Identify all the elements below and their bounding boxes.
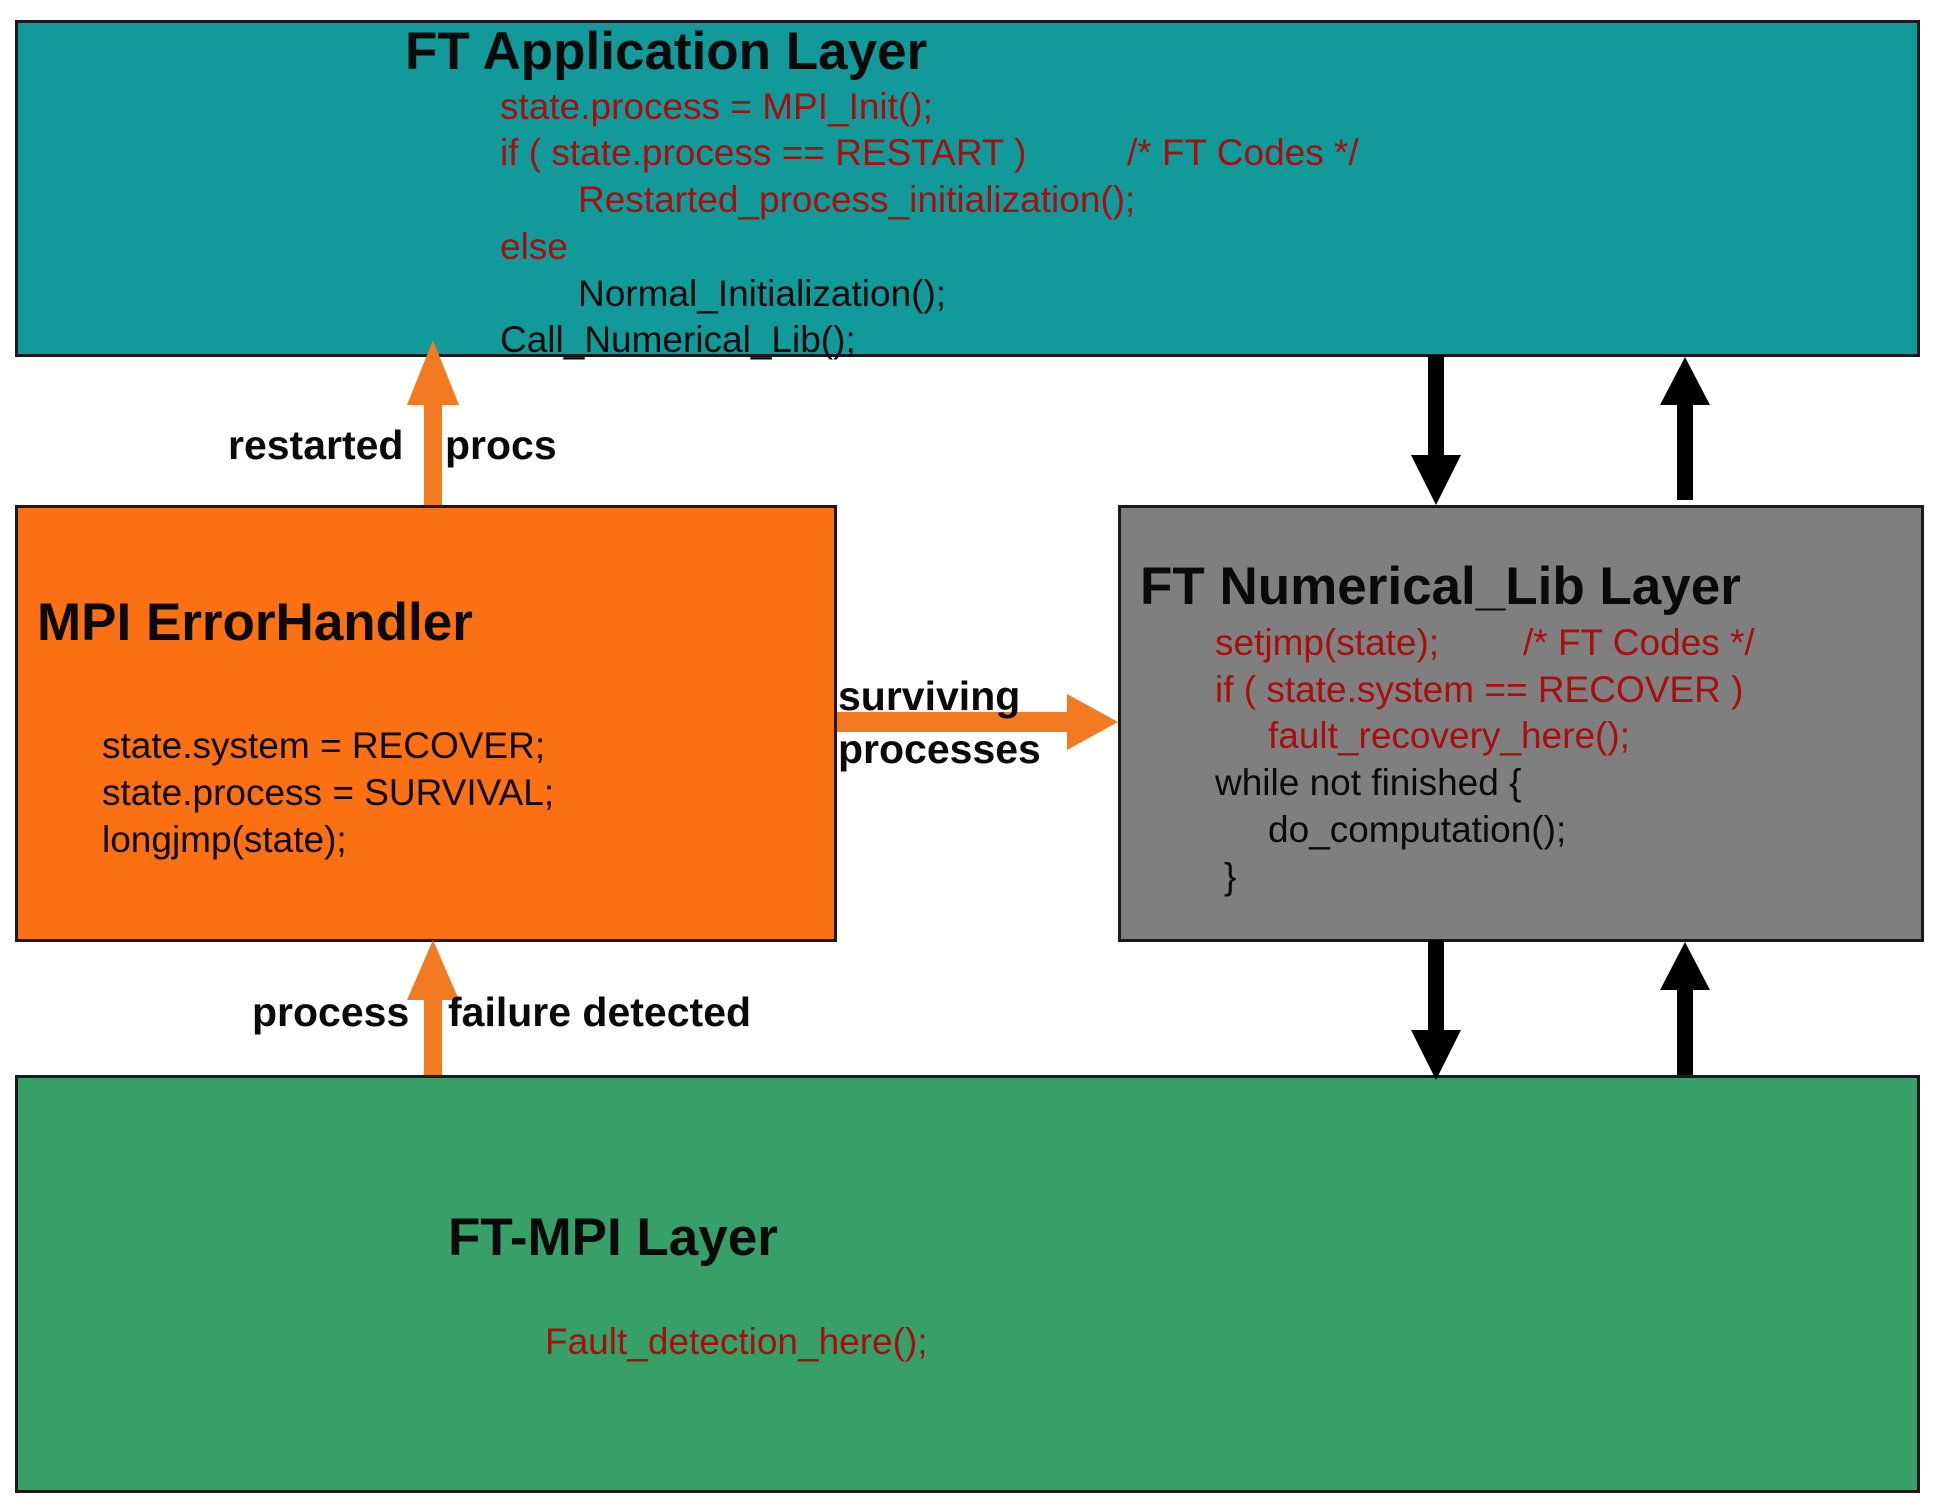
app-code-line-3: Restarted_process_initialization();: [578, 179, 1136, 220]
numerical-code-line-5: do_computation();: [1268, 809, 1567, 850]
numerical-layer-title: FT Numerical_Lib Layer: [1140, 557, 1741, 616]
failure-detected-arrow: [407, 940, 459, 1075]
app-code-comment: /* FT Codes */: [1127, 132, 1359, 173]
numerical-code-line-3: fault_recovery_here();: [1268, 715, 1630, 756]
ft-application-layer-box: [15, 20, 1920, 357]
numerical-to-ftmpi-arrow: [1411, 940, 1461, 1080]
process-label: process: [252, 989, 410, 1035]
processes-label: processes: [838, 726, 1041, 772]
numerical-to-app-arrow: [1660, 357, 1710, 500]
app-code-line-5: Normal_Initialization();: [578, 273, 947, 314]
restarted-label: restarted: [228, 422, 404, 468]
app-code-line-4: else: [500, 226, 568, 267]
numerical-code-line-1: setjmp(state);: [1215, 622, 1440, 663]
numerical-code-comment: /* FT Codes */: [1523, 622, 1755, 663]
surviving-label: surviving: [838, 673, 1021, 719]
numerical-code-line-4: while not finished {: [1215, 762, 1522, 803]
app-layer-title: FT Application Layer: [405, 22, 928, 81]
numerical-code-line-6: }: [1224, 856, 1237, 897]
numerical-code-line-2: if ( state.system == RECOVER ): [1215, 669, 1744, 710]
errorhandler-code-line-1: state.system = RECOVER;: [102, 725, 546, 766]
ftmpi-layer-title: FT-MPI Layer: [448, 1208, 778, 1267]
failure-detected-label: failure detected: [448, 989, 752, 1035]
errorhandler-title: MPI ErrorHandler: [37, 593, 473, 652]
errorhandler-code-line-2: state.process = SURVIVAL;: [102, 772, 555, 813]
restarted-procs-arrow: [407, 340, 459, 505]
ftmpi-to-numerical-arrow: [1660, 942, 1710, 1075]
app-code-line-6: Call_Numerical_Lib();: [500, 319, 856, 360]
app-code-line-2: if ( state.process == RESTART ): [500, 132, 1027, 173]
ftmpi-code-line-1: Fault_detection_here();: [545, 1321, 928, 1362]
ft-mpi-layer-box: [15, 1075, 1920, 1493]
app-code-line-1: state.process = MPI_Init();: [500, 86, 933, 127]
ft-numerical-lib-layer-box: [1118, 505, 1924, 942]
mpi-errorhandler-box: [15, 505, 837, 942]
procs-label: procs: [445, 422, 557, 468]
errorhandler-code-line-3: longjmp(state);: [102, 819, 347, 860]
app-to-numerical-arrow: [1411, 355, 1461, 505]
surviving-processes-arrow: [837, 694, 1118, 750]
